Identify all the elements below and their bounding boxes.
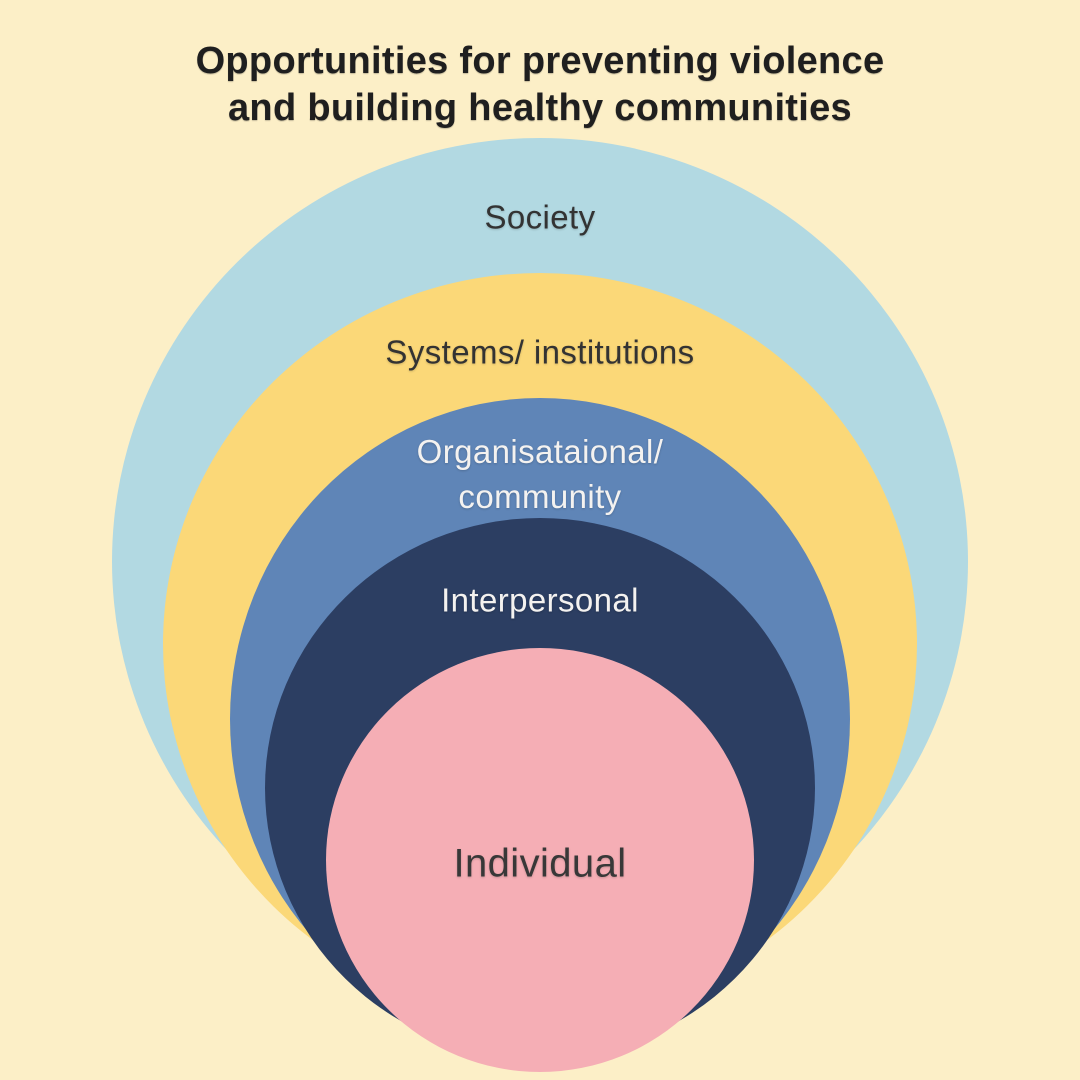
individual-circle <box>326 648 754 1072</box>
individual-label-text: Individual <box>453 841 627 886</box>
organisational-community-label-line-1: Organisataional/ <box>416 433 664 470</box>
systems-institutions-label: Systems/ institutions <box>385 330 694 375</box>
organisational-community-label-line-2: community <box>458 478 622 515</box>
society-label-text: Society <box>484 198 596 236</box>
individual-label: Individual <box>453 842 626 887</box>
interpersonal-label-text: Interpersonal <box>441 581 639 619</box>
diagram-title-line-2: and building healthy communities <box>228 87 852 129</box>
diagram-title: Opportunities for preventing violence an… <box>0 38 1080 132</box>
diagram-title-line-1: Opportunities for preventing violence <box>195 40 885 82</box>
interpersonal-label: Interpersonal <box>441 578 639 623</box>
society-label: Society <box>484 195 595 240</box>
organisational-community-label: Organisataional/ community <box>417 429 664 519</box>
systems-institutions-label-text: Systems/ institutions <box>385 333 695 371</box>
